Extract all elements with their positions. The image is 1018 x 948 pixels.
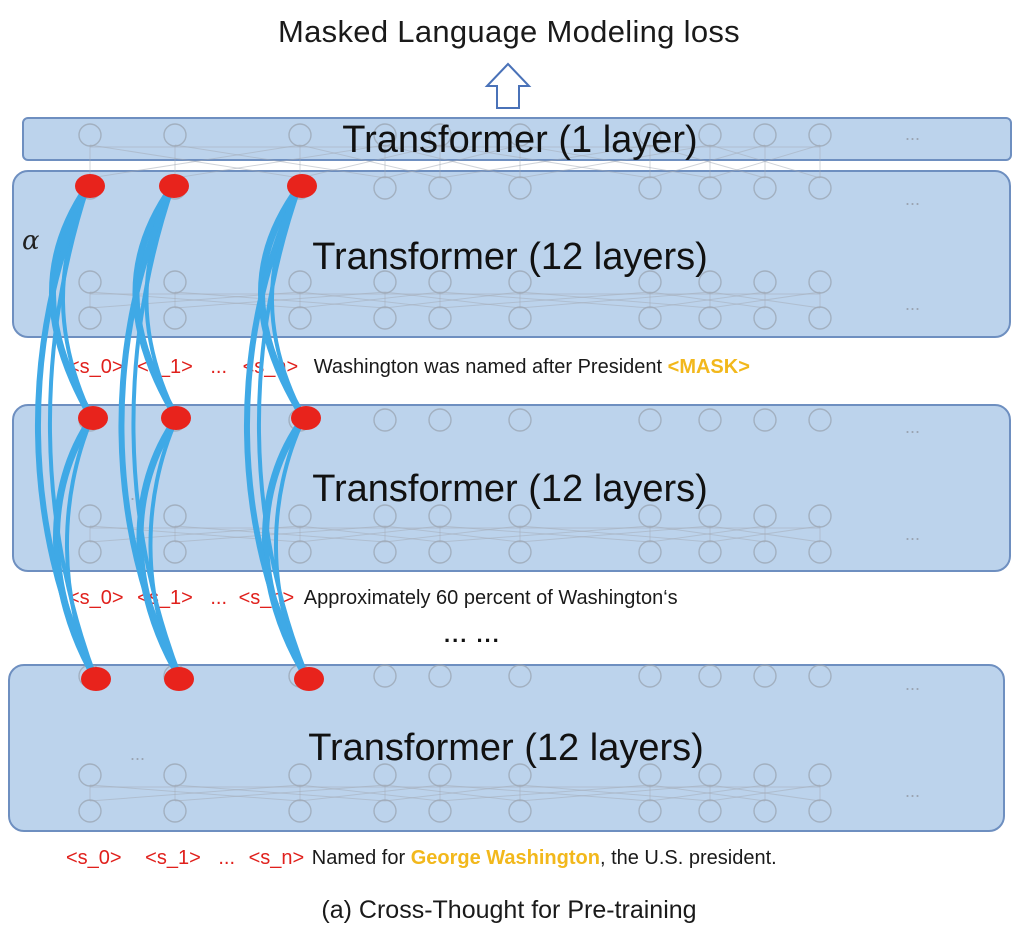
figure-caption: (a) Cross-Thought for Pre-training	[321, 896, 697, 924]
transformer-12-layers-label-1: Transformer (12 layers)	[312, 236, 708, 278]
token-s1: <s_1>	[145, 847, 201, 869]
token-ellipsis: ...	[210, 587, 228, 609]
token-sn: <s_n>	[238, 587, 295, 609]
sentence-row-2: <s_0> <s_1> ... <s_n> Approximately 60 p…	[68, 587, 678, 610]
token-ellipsis: ...	[218, 847, 236, 869]
token-s0: <s_0>	[68, 587, 124, 609]
transformer-1-layer-label: Transformer (1 layer)	[342, 119, 698, 161]
highlight-entity: George Washington	[410, 847, 600, 869]
token-s0: <s_0>	[68, 356, 124, 378]
token-s1: <s_1>	[137, 587, 193, 609]
sentence-text: Named for	[311, 847, 411, 869]
transformer-12-layers-label-2: Transformer (12 layers)	[312, 468, 708, 510]
alpha-label: α	[22, 226, 40, 256]
sentence-text-tail: , the U.S. president.	[599, 847, 777, 869]
token-sn: <s_n>	[242, 356, 299, 378]
sentence-row-1: <s_0> <s_1> ... <s_n> Washington was nam…	[68, 356, 750, 379]
token-s1: <s_1>	[137, 356, 193, 378]
sentence-text: Washington was named after President	[313, 356, 668, 378]
token-sn: <s_n>	[248, 847, 305, 869]
token-s0: <s_0>	[66, 847, 122, 869]
mask-token: <MASK>	[667, 356, 750, 378]
sentence-row-3: <s_0> <s_1> ... <s_n> Named for George W…	[66, 847, 777, 870]
sentence-text: Approximately 60 percent of Washington‘s	[303, 587, 678, 609]
transformer-12-layers-label-3: Transformer (12 layers)	[308, 727, 704, 769]
token-ellipsis: ...	[210, 356, 228, 378]
diagram-title: Masked Language Modeling loss	[278, 14, 740, 49]
more-sentences-ellipsis: ... ...	[444, 622, 501, 647]
